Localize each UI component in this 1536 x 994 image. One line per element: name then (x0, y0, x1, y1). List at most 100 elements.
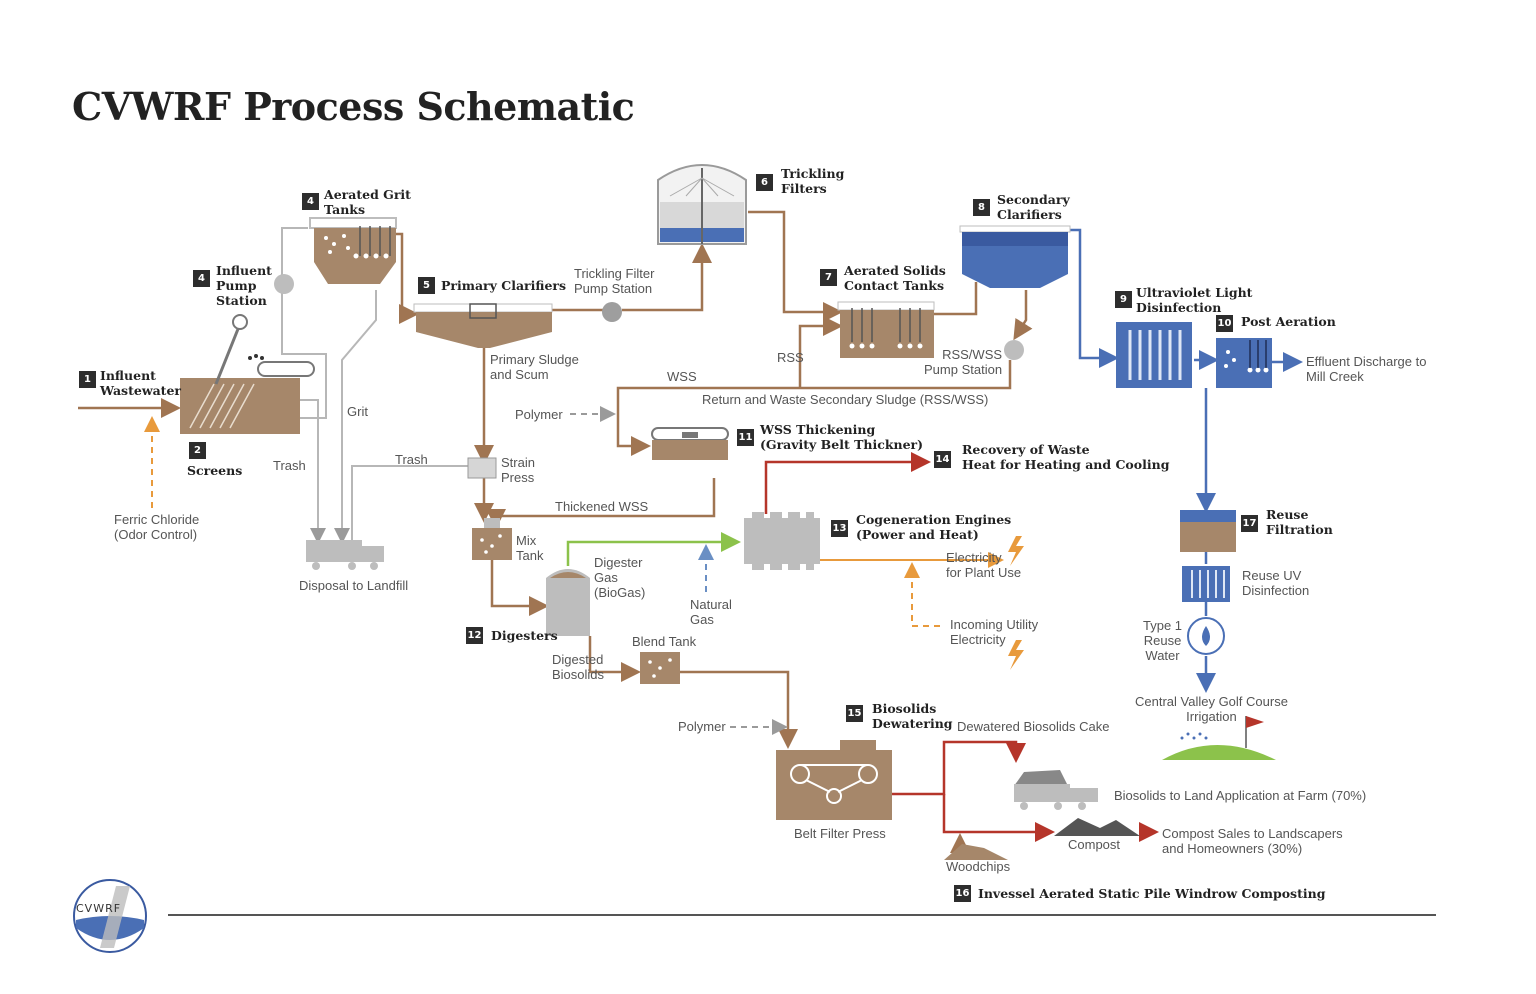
dewatered-cake-label: Dewatered Biosolids Cake (957, 719, 1110, 734)
step-badge: 11 (737, 429, 754, 446)
cogeneration-engine (744, 512, 820, 570)
page-title: CVWRF Process Schematic (72, 84, 635, 129)
step-badge: 5 (418, 277, 435, 294)
step-label-wss-thickening: WSS Thickening(Gravity Belt Thickner) (760, 422, 924, 452)
step-badge: 14 (934, 451, 951, 468)
ferric-chloride-label: Ferric Chloride(Odor Control) (114, 512, 200, 542)
grit-label: Grit (347, 404, 368, 419)
blend-tank-label: Blend Tank (632, 634, 697, 649)
trickling-filter (657, 164, 747, 245)
logo-text: CVWRF (76, 902, 122, 915)
golf-course-icon (1162, 716, 1276, 760)
step-badge: 13 (831, 520, 848, 537)
aerated-grit-tank (309, 217, 397, 284)
secondary-clarifier (959, 225, 1071, 288)
belt-filter-press-label: Belt Filter Press (794, 826, 886, 841)
post-aeration-unit (1216, 338, 1272, 388)
step-label-primary-clarifiers: Primary Clarifiers (441, 278, 567, 293)
rss-wss-pump-icon (1004, 340, 1024, 360)
step-label-digesters: Digesters (491, 628, 558, 643)
farm-truck-icon (1014, 770, 1098, 810)
woodchips-pile-icon (944, 844, 1008, 860)
compost-pile-icon (1054, 818, 1140, 836)
mix-tank (472, 518, 512, 560)
rss-label: RSS (777, 350, 804, 365)
wss-label: WSS (667, 369, 697, 384)
gravity-belt-thickener (651, 427, 729, 460)
compost-label: Compost (1068, 837, 1121, 852)
step-badge: 12 (466, 627, 483, 644)
aerated-solids-contact-tanks (837, 301, 935, 358)
step-label-cogeneration-engines: Cogeneration Engines(Power and Heat) (856, 512, 1012, 542)
reuse-water-icon (1187, 617, 1225, 655)
lightning-icon (1008, 536, 1024, 566)
reuse-filtration-unit (1180, 510, 1236, 552)
digester-tank (546, 569, 590, 636)
step-badge: 2 (189, 442, 206, 459)
lightning-icon (1008, 640, 1024, 670)
step-badge: 8 (973, 199, 990, 216)
landfill-truck-icon (306, 540, 384, 570)
step-badge: 1 (79, 371, 96, 388)
step-badge: 15 (846, 705, 863, 722)
disposal-label: Disposal to Landfill (299, 578, 409, 593)
strain-press (467, 457, 497, 479)
primary-clarifier (413, 303, 553, 348)
step-badge: 16 (954, 885, 971, 902)
step-badge: 4 (193, 270, 210, 287)
step-label-post-aeration: Post Aeration (1241, 314, 1336, 329)
flow-lines (78, 210, 1303, 853)
belt-filter-press (776, 740, 892, 820)
influent-pump-icon (274, 274, 294, 294)
polymer-label: Polymer (678, 719, 726, 734)
uv-disinfection-unit (1116, 322, 1192, 388)
tf-pump-icon (602, 302, 622, 322)
screens-unit (180, 314, 315, 434)
return-waste-sludge-label: Return and Waste Secondary Sludge (RSS/W… (702, 392, 989, 407)
woodchips-label: Woodchips (946, 859, 1011, 874)
step-badge: 17 (1241, 515, 1258, 532)
step-badge: 9 (1115, 291, 1132, 308)
equipment (180, 164, 1276, 860)
footer-divider (168, 914, 1436, 916)
land-application-label: Biosolids to Land Application at Farm (7… (1114, 788, 1367, 803)
thickened-wss-label: Thickened WSS (555, 499, 649, 514)
blend-tank (640, 652, 680, 684)
step-badge: 10 (1216, 315, 1233, 332)
step-label-screens: Screens (187, 463, 243, 478)
trash-label: Trash (395, 452, 428, 467)
step-badge: 6 (756, 174, 773, 191)
reuse-uv-unit (1182, 566, 1230, 602)
step-badge: 7 (820, 269, 837, 286)
step-label-composting: Invessel Aerated Static Pile Windrow Com… (978, 886, 1326, 901)
step-badge: 4 (302, 193, 319, 210)
polymer-label: Polymer (515, 407, 563, 422)
cvwrf-logo (73, 879, 147, 953)
